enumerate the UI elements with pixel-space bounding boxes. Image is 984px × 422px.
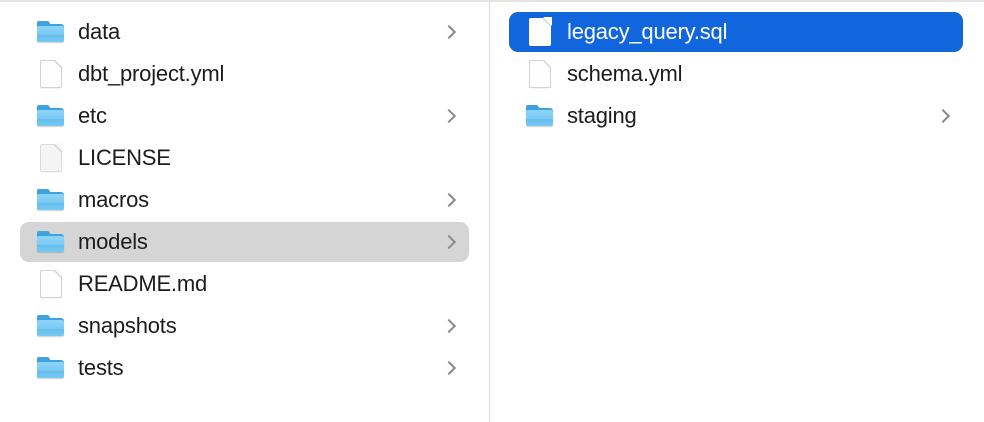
chevron-right-icon[interactable] — [443, 23, 455, 41]
item-label: README.md — [78, 271, 207, 296]
item-label: staging — [567, 103, 637, 128]
item-label: dbt_project.yml — [78, 61, 225, 86]
file-row[interactable]: LICENSE — [20, 138, 469, 178]
chevron-right-icon[interactable] — [443, 317, 455, 335]
item-label: tests — [78, 355, 124, 380]
document-icon — [40, 269, 63, 298]
item-label: LICENSE — [78, 145, 171, 170]
item-label: etc — [78, 103, 107, 128]
chevron-right-icon[interactable] — [443, 359, 455, 377]
folder-icon — [36, 104, 66, 128]
document-icon — [529, 59, 552, 88]
folder-row[interactable]: etc — [20, 96, 469, 136]
file-row[interactable]: README.md — [20, 264, 469, 304]
file-row[interactable]: schema.yml — [509, 54, 963, 94]
folder-row[interactable]: tests — [20, 348, 469, 388]
document-icon — [40, 143, 63, 172]
folder-icon — [36, 188, 66, 212]
folder-icon — [36, 356, 66, 380]
document-icon — [40, 59, 63, 88]
item-label: legacy_query.sql — [567, 19, 728, 44]
chevron-right-icon[interactable] — [937, 107, 949, 125]
folder-icon — [525, 104, 555, 128]
folder-icon — [36, 230, 66, 254]
folder-row[interactable]: models — [20, 222, 469, 262]
folder-row[interactable]: snapshots — [20, 306, 469, 346]
chevron-right-icon[interactable] — [443, 191, 455, 209]
file-row[interactable]: legacy_query.sql — [509, 12, 963, 52]
item-label: data — [78, 19, 121, 44]
item-label: schema.yml — [567, 61, 683, 86]
item-label: macros — [78, 187, 149, 212]
folder-icon — [36, 20, 66, 44]
file-row[interactable]: dbt_project.yml — [20, 54, 469, 94]
folder-icon — [36, 314, 66, 338]
item-label: snapshots — [78, 313, 177, 338]
folder-row[interactable]: staging — [509, 96, 963, 136]
file-browser-column-child[interactable]: legacy_query.sql schema.yml staging — [490, 2, 983, 422]
folder-row[interactable]: macros — [20, 180, 469, 220]
item-label: models — [78, 229, 148, 254]
folder-row[interactable]: data — [20, 12, 469, 52]
chevron-right-icon[interactable] — [443, 107, 455, 125]
document-icon — [529, 17, 552, 46]
chevron-right-icon[interactable] — [443, 233, 455, 251]
